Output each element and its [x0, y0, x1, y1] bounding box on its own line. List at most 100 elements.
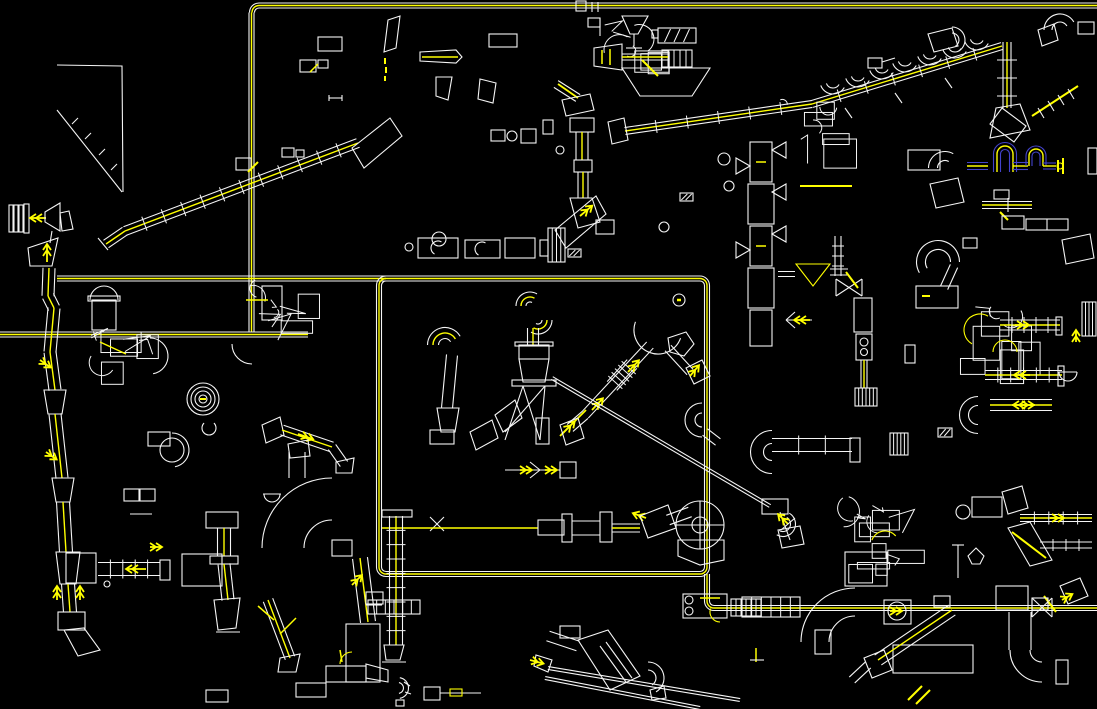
rect-part [547, 227, 566, 263]
rect-part [995, 585, 1029, 611]
elbow-fitting [375, 275, 387, 286]
elbow-fitting [248, 2, 260, 13]
circle-part [672, 293, 686, 307]
polygon-part [929, 177, 965, 209]
line-segment [97, 237, 109, 251]
rect-part [381, 509, 413, 518]
polygon-part [559, 417, 585, 446]
rect-part [8, 204, 14, 233]
flow-arrow [52, 584, 62, 600]
duct-run [103, 226, 128, 249]
duct-run [967, 161, 988, 171]
rect-part [449, 688, 463, 697]
rect-part [514, 341, 554, 347]
polygon-part [561, 93, 595, 117]
rect-part [1001, 215, 1025, 230]
elbow-fitting [89, 285, 119, 301]
polygon-part [1001, 485, 1029, 515]
circle-part [159, 437, 185, 463]
duct-run [606, 359, 638, 391]
polygon-part [607, 117, 629, 145]
duct-run [386, 570, 700, 578]
elbow-fitting [231, 343, 253, 365]
duct-run [57, 275, 700, 282]
circle-part [506, 130, 518, 142]
line-segment [1057, 94, 1065, 106]
duct-run [375, 285, 383, 567]
line-segment [71, 117, 79, 125]
elbow-fitting [915, 239, 961, 274]
circle-part [859, 347, 869, 357]
rect-part [18, 204, 24, 233]
polygon-part [213, 597, 241, 631]
line-segment [56, 109, 123, 193]
rect-part [520, 128, 537, 144]
rect-part [892, 644, 974, 674]
line-segment [881, 57, 896, 63]
rect-part [867, 57, 883, 69]
line-segment [835, 278, 863, 297]
polygon-part [1061, 233, 1095, 265]
circle-part [658, 221, 670, 233]
elbow-fitting [171, 432, 190, 468]
line-segment [539, 385, 546, 441]
line-segment [403, 681, 411, 687]
line-segment [641, 59, 659, 77]
rect-part [889, 432, 909, 456]
flow-arrow [350, 573, 364, 587]
polygon-part [677, 539, 725, 566]
rect-part [679, 192, 694, 202]
duct-run [992, 154, 1002, 172]
circle-part [717, 152, 731, 166]
flow-arrow [529, 656, 546, 667]
duct-run [703, 574, 711, 601]
polygon-part [261, 416, 285, 444]
flow-arrow [1050, 513, 1066, 523]
rect-part [57, 611, 86, 631]
flow-arrow [792, 315, 810, 325]
rect-part [1055, 659, 1069, 685]
polygon-part [435, 76, 453, 101]
rect-part [904, 344, 916, 364]
line-segment [845, 271, 859, 289]
elbow-fitting [992, 142, 1018, 155]
rect-part [13, 204, 19, 233]
rect-part [535, 417, 550, 445]
line-segment [557, 83, 579, 99]
duct-run [830, 268, 848, 276]
line-segment [309, 63, 319, 73]
line-segment [1047, 100, 1055, 112]
line-segment [504, 385, 524, 441]
polygon-part [927, 27, 959, 53]
flow-arrow [1059, 592, 1074, 604]
elbow-fitting [375, 566, 387, 578]
line-segment [785, 319, 796, 329]
duct-run [547, 665, 741, 703]
circle-part [955, 504, 971, 520]
rect-part [575, 0, 587, 12]
duct-run [123, 138, 360, 236]
duct-run [664, 344, 694, 376]
line-segment [84, 132, 92, 140]
line-segment [522, 385, 541, 441]
line-segment [99, 341, 127, 355]
rect-part [464, 239, 501, 259]
polygon-part [735, 157, 752, 175]
circle-part [198, 394, 208, 404]
rect-part [1087, 147, 1097, 175]
circle-part [684, 606, 694, 616]
elbow-fitting [1043, 13, 1075, 31]
line-segment [1011, 531, 1047, 559]
polygon-part [967, 547, 985, 565]
polygon-part [735, 241, 752, 259]
flow-arrow [44, 448, 58, 461]
duct-run [1043, 162, 1056, 170]
rect-part [937, 427, 953, 438]
rect-part [741, 596, 801, 618]
polygon-part [667, 331, 695, 357]
flow-arrow [579, 204, 594, 217]
rect-part [417, 237, 459, 259]
rect-part [962, 237, 978, 249]
